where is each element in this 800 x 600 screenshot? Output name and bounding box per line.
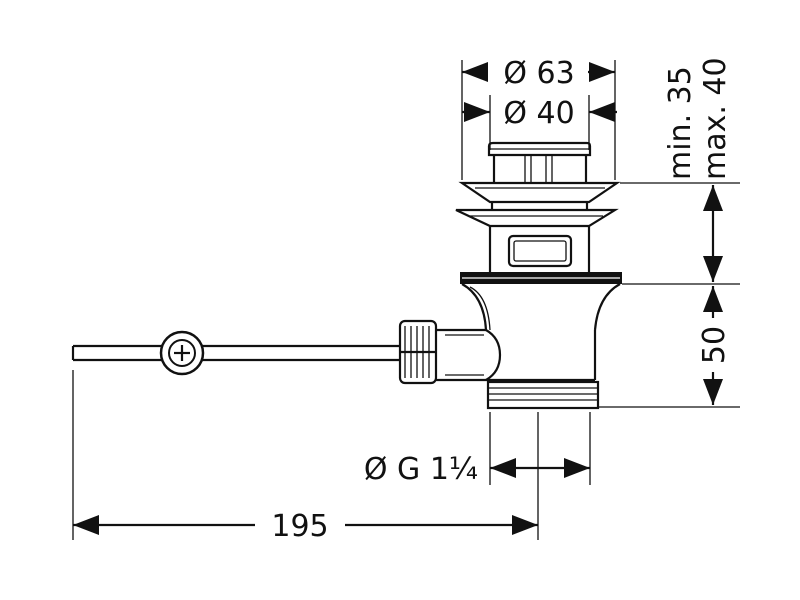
min-height-label: min. 35 [663, 66, 698, 180]
length-label: 195 [271, 509, 328, 544]
body-height-label: 50 [697, 326, 732, 364]
dimension-outer-diameter: Ø 63 [462, 56, 615, 91]
dimension-inner-diameter: Ø 40 [462, 96, 617, 131]
screw-cross-icon [159, 330, 205, 376]
max-height-label: max. 40 [698, 57, 733, 180]
extension-lines [72, 60, 740, 540]
dimension-body-height: 50 [697, 286, 732, 405]
dimension-thread: Ø G 1¼ [364, 452, 590, 487]
dimension-height-range: min. 35 max. 40 [663, 57, 733, 282]
dimension-length: 195 [73, 509, 538, 544]
waste-valve-drawing [71, 141, 622, 410]
inner-diameter-label: Ø 40 [503, 96, 574, 131]
outer-diameter-label: Ø 63 [503, 56, 574, 91]
thread-label: Ø G 1¼ [364, 452, 478, 487]
